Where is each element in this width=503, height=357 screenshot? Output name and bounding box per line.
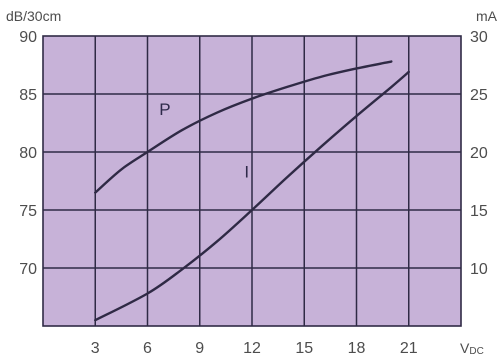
y-left-tick-label: 80 — [19, 145, 37, 162]
right-axis-unit: mA — [476, 8, 498, 24]
x-tick-label: 21 — [400, 340, 418, 357]
series-label-p: P — [159, 100, 170, 119]
y-right-tick-label: 30 — [470, 29, 488, 46]
y-left-tick-label: 70 — [19, 261, 37, 278]
x-tick-label: 18 — [348, 340, 366, 357]
x-tick-label: 3 — [91, 340, 100, 357]
y-right-tick-label: 10 — [470, 261, 488, 278]
y-left-tick-label: 85 — [19, 87, 37, 104]
x-axis-unit-main: V — [460, 340, 470, 356]
x-axis-unit: VDC — [460, 340, 484, 357]
series-line-p — [94, 60, 393, 194]
series-label-i: I — [244, 163, 249, 182]
x-axis-unit-sub: DC — [469, 346, 483, 357]
y-left-tick-label: 90 — [19, 29, 37, 46]
x-tick-label: 15 — [295, 340, 313, 357]
x-tick-label: 6 — [143, 340, 152, 357]
y-left-tick-label: 75 — [19, 203, 37, 220]
x-tick-label: 12 — [243, 340, 261, 357]
y-right-tick-label: 25 — [470, 87, 488, 104]
labels: 3 6 9 12 15 18 21 70 75 80 85 90 10 15 20 25 30P I — [19, 29, 488, 357]
left-axis-unit: dB/30cm — [6, 8, 61, 24]
series-line-i — [94, 70, 410, 322]
x-tick-label: 9 — [195, 340, 204, 357]
y-right-tick-label: 20 — [470, 145, 488, 162]
curves — [94, 60, 410, 322]
y-right-tick-label: 15 — [470, 203, 488, 220]
